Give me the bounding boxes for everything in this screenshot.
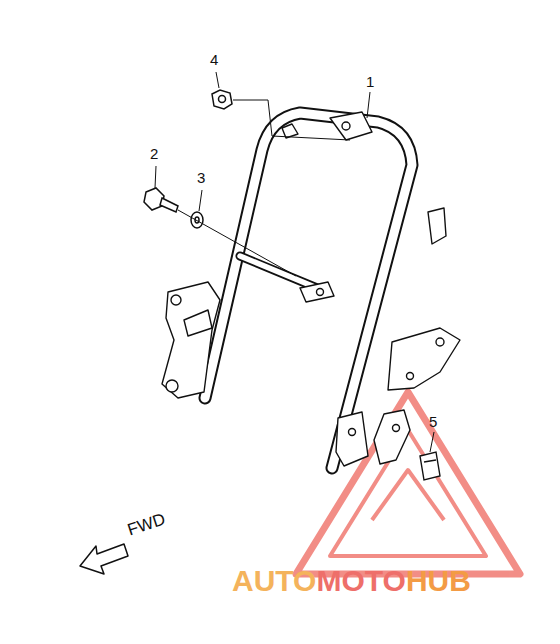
- clip-part: [420, 452, 440, 480]
- washer-part: [191, 212, 203, 228]
- leader-lines: [155, 72, 434, 452]
- callout-number: 3: [197, 170, 205, 185]
- forward-arrow: [80, 544, 128, 574]
- callout-number: 4: [210, 52, 218, 67]
- callout-number: 1: [366, 74, 374, 89]
- watermark-text: AUTO: [232, 566, 316, 596]
- watermark-text: MOTO: [316, 566, 405, 596]
- watermark-text: HUB: [406, 566, 471, 596]
- direction-label: FWD: [125, 510, 167, 538]
- callout-number: 2: [150, 146, 158, 161]
- nut-part: [212, 90, 232, 109]
- watermark-triangle: [296, 392, 520, 574]
- bolt-part: [144, 188, 178, 212]
- frame-brackets: [162, 112, 460, 466]
- callout-number: 5: [429, 414, 437, 429]
- frame-tube: [205, 113, 412, 468]
